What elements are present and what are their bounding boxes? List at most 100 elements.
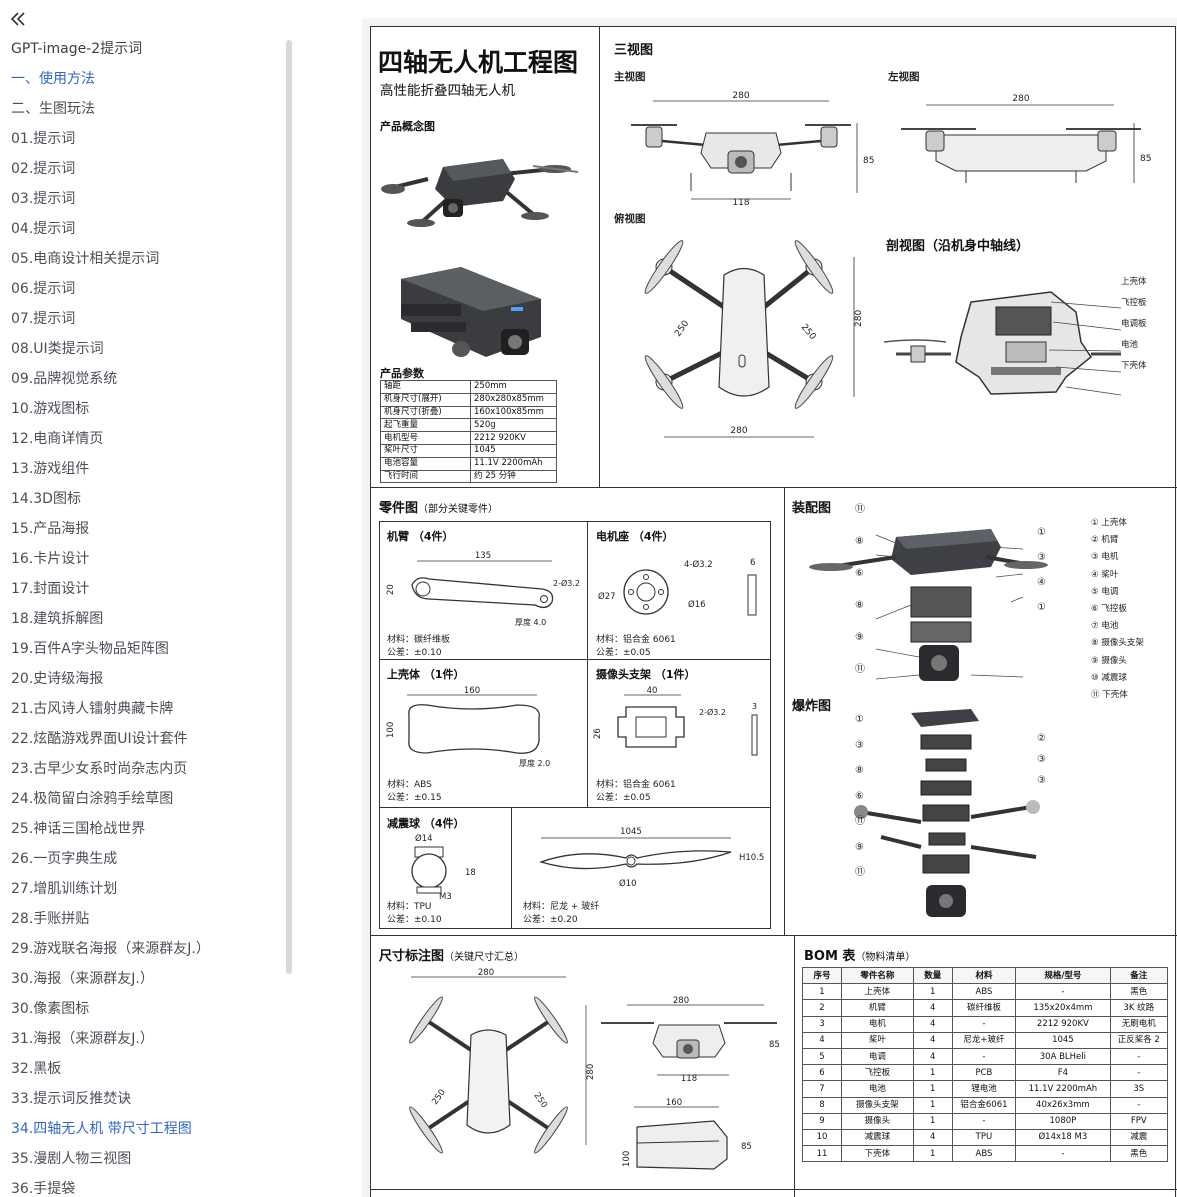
toc-item[interactable]: 13.游戏组件: [11, 461, 90, 477]
prop-spec: 材料：尼龙 + 玻纤公差：±0.20: [523, 902, 600, 925]
toc-item[interactable]: GPT-image-2提示词: [11, 41, 143, 57]
cam-mount-title: 摄像头支架 （1件）: [596, 668, 696, 681]
callout-label: 电池: [1121, 340, 1139, 350]
divider: [371, 487, 1177, 488]
callout-label: ① 上壳体: [1091, 518, 1127, 528]
toc-item[interactable]: 30.像素图标: [11, 1001, 90, 1017]
toc-item[interactable]: 27.增肌训练计划: [11, 881, 118, 897]
toc-item[interactable]: 28.手账拼贴: [11, 911, 90, 927]
toc-item[interactable]: 23.古早少女系时尚杂志内页: [11, 761, 188, 777]
callout-label: ⑪: [855, 664, 865, 675]
toc-item[interactable]: 04.提示词: [11, 221, 76, 237]
toc-item[interactable]: 24.极简留白涂鸦手绘草图: [11, 791, 174, 807]
toc-item[interactable]: 31.海报（来源群友J.）: [11, 1031, 154, 1047]
param-value: 1045: [470, 443, 557, 458]
toc-item[interactable]: 06.提示词: [11, 281, 76, 297]
param-name: 机身尺寸(折叠): [380, 405, 471, 420]
params-label: 产品参数: [380, 367, 424, 380]
toc-item[interactable]: 二、生图玩法: [11, 101, 95, 117]
dim-front-width: 280: [732, 91, 749, 101]
exploded-title: 爆炸图: [792, 699, 832, 714]
toc-item[interactable]: 08.UI类提示词: [11, 341, 104, 357]
divider: [784, 487, 785, 935]
callout-label: ⑦ 电池: [1091, 621, 1119, 632]
bom-cell: 减震: [1109, 1128, 1169, 1147]
assembly-drawing: [809, 529, 1048, 681]
toc-item[interactable]: 34.四轴无人机 带尺寸工程图: [11, 1121, 192, 1137]
drone-concept-render-unfolded: [381, 159, 579, 227]
bom-cell: -: [951, 1112, 1017, 1130]
toc-item[interactable]: 36.手提袋: [11, 1181, 76, 1197]
document-view: 四轴无人机工程图 高性能折叠四轴无人机 产品概念图: [362, 18, 1177, 1197]
params-row: 机身尺寸(折叠)160x100x85mm: [380, 405, 557, 420]
toc-item[interactable]: 一、使用方法: [11, 71, 95, 87]
bom-cell: 1: [912, 983, 953, 1001]
toc-item[interactable]: 03.提示词: [11, 191, 76, 207]
dim-summary-diag-right: 250: [532, 1091, 550, 1110]
bom-cell: -: [1015, 1145, 1111, 1163]
toc-item[interactable]: 14.3D图标: [11, 491, 81, 507]
left-view-drawing: 280 85: [901, 94, 1151, 183]
toc-item[interactable]: 29.游戏联名海报（来源群友J.）: [11, 941, 210, 957]
section-view-drawing: [883, 291, 1122, 396]
bom-cell: 1: [912, 1145, 953, 1163]
bom-cell: 尼龙+玻纤: [951, 1031, 1017, 1049]
bom-cell: 4: [912, 1047, 953, 1066]
toc-item[interactable]: 02.提示词: [11, 161, 76, 177]
parts-title: 零件图（部分关键零件）: [379, 501, 499, 516]
toc-item[interactable]: 09.品牌视觉系统: [11, 371, 118, 387]
bom-cell: -: [951, 1047, 1017, 1066]
bom-cell: 1045: [1015, 1031, 1111, 1049]
toc-item[interactable]: 20.史诗级海报: [11, 671, 104, 687]
toc-item[interactable]: 01.提示词: [11, 131, 76, 147]
param-value: 250mm: [470, 380, 557, 394]
sidebar-scrollbar[interactable]: [286, 40, 292, 974]
toc-item[interactable]: 25.神话三国枪战世界: [11, 821, 146, 837]
top-view-label: 俯视图: [614, 213, 646, 225]
toc-item[interactable]: 05.电商设计相关提示词: [11, 251, 160, 267]
toc-item[interactable]: 17.封面设计: [11, 581, 90, 597]
toc-item[interactable]: 19.百件A字头物品矩阵图: [11, 641, 169, 657]
toc-item[interactable]: 22.炫酷游戏界面UI设计套件: [11, 731, 188, 747]
toc-item[interactable]: 12.电商详情页: [11, 431, 104, 447]
toc-item[interactable]: 33.提示词反推焚诀: [11, 1091, 132, 1107]
bom-cell: 铝合金6061: [951, 1096, 1017, 1114]
toc-item[interactable]: 35.漫剧人物三视图: [11, 1151, 132, 1167]
callout-label: ④ 桨叶: [1091, 569, 1119, 580]
dim-folded-depth: 85: [741, 1142, 752, 1152]
top-view-drawing: 250 250 280 280: [644, 240, 864, 438]
dim-top-height: 280: [854, 310, 864, 327]
param-name: 起飞重量: [380, 418, 471, 433]
dim-left-width: 280: [1012, 94, 1029, 104]
collapse-sidebar-button[interactable]: [8, 9, 28, 29]
toc-item[interactable]: 16.卡片设计: [11, 551, 90, 567]
toc-item[interactable]: 26.一页字典生成: [11, 851, 118, 867]
divider: [587, 521, 588, 807]
param-name: 轴距: [380, 380, 471, 394]
bom-cell: 电池: [840, 1080, 914, 1098]
bom-title: BOM 表（物料清单）: [804, 949, 916, 964]
toc-item[interactable]: 32.黑板: [11, 1061, 62, 1077]
toc-item[interactable]: 18.建筑拆解图: [11, 611, 104, 627]
callout-label: ⑧: [855, 765, 864, 776]
toc-item[interactable]: 21.古风诗人镭射典藏卡牌: [11, 701, 174, 717]
toc-item[interactable]: 10.游戏图标: [11, 401, 90, 417]
callout-label: 上壳体: [1121, 277, 1147, 287]
toc-item[interactable]: 30.海报（来源群友J.）: [11, 971, 154, 987]
param-value: 160x100x85mm: [470, 405, 557, 420]
dim-front-base: 118: [732, 198, 749, 208]
dim-front-summary-h: 85: [769, 1040, 780, 1050]
toc-item[interactable]: 15.产品海报: [11, 521, 90, 537]
damper-diameter: Ø14: [415, 833, 433, 844]
prop-height: H10.5: [739, 853, 764, 863]
bom-cell: 无刷电机: [1109, 1015, 1169, 1033]
toc-item[interactable]: 07.提示词: [11, 311, 76, 327]
divider: [379, 807, 771, 808]
callout-label: 飞控板: [1121, 298, 1147, 308]
